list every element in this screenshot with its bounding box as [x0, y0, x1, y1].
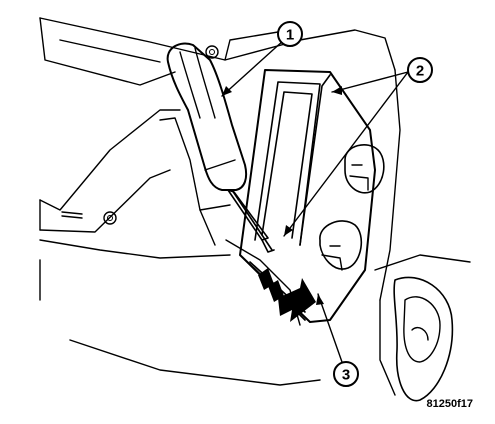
callout-1: 1: [277, 21, 303, 47]
callout-3: 3: [333, 361, 359, 387]
callout-3-label: 3: [342, 367, 350, 384]
console-structure: [39, 17, 471, 402]
callout-3-circle: [333, 361, 359, 387]
callout-2-circle: [407, 57, 433, 83]
callout-1-circle: [277, 21, 303, 47]
figure-id-label: 81250f17: [426, 398, 474, 410]
pry-direction-arrow: [258, 268, 316, 322]
callout-1-label: 1: [286, 27, 294, 44]
trim-stick-tool: [166, 42, 275, 253]
callout-2-label: 2: [416, 63, 424, 80]
callout-2: 2: [407, 57, 433, 83]
switch-bezel: [225, 69, 385, 326]
leader-lines: [221, 39, 409, 363]
